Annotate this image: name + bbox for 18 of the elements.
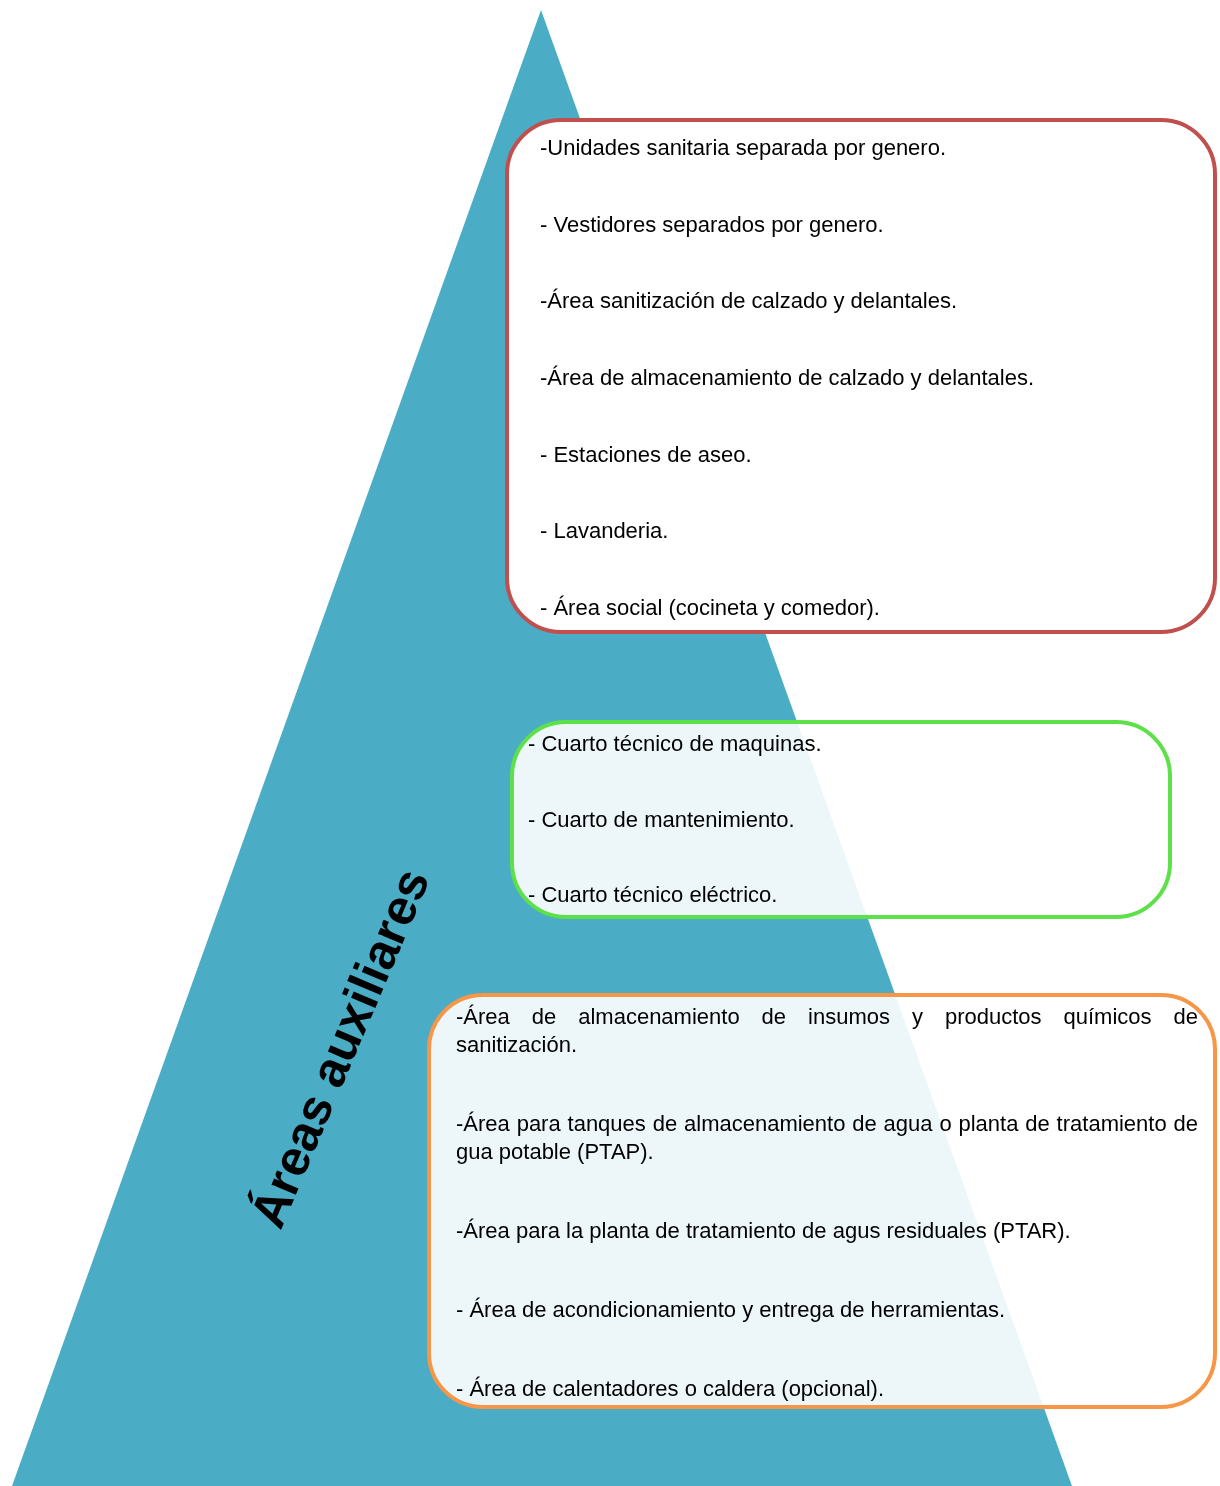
list-item: - Cuarto técnico de maquinas.	[528, 730, 823, 758]
list-item: - Estaciones de aseo.	[540, 440, 753, 469]
list-item: -Unidades sanitaria separada por genero.	[540, 134, 948, 162]
list-item: - Área social (cocineta y comedor).	[540, 594, 881, 622]
list-item: - Vestidores separados por genero.	[540, 210, 885, 239]
list-item: - Cuarto de mantenimiento.	[528, 805, 796, 834]
list-item: - Área de acondicionamiento y entrega de herramientas.	[456, 1296, 1007, 1324]
list-item: - Cuarto técnico eléctrico.	[528, 881, 779, 909]
list-item: -Área de almacenamiento de calzado y delantales.	[540, 364, 1036, 392]
list-item: -Área sanitización de calzado y delantales.	[540, 287, 959, 316]
list-item: - Área de calentadores o caldera (opcional).	[456, 1375, 886, 1403]
list-item: -Área de almacenamiento de insumos y productos químicos de sanitización.	[456, 1003, 1198, 1059]
rounded-box	[510, 720, 1172, 919]
list-item: - Lavanderia.	[540, 517, 670, 546]
list-item: -Área para tanques de almacenamiento de agua o planta de tratamiento de gua potable (PTAP).	[456, 1110, 1198, 1166]
rounded-box	[427, 993, 1217, 1409]
list-item: -Área para la planta de tratamiento de agus residuales (PTAR).	[456, 1216, 1072, 1245]
rounded-box	[505, 118, 1217, 634]
